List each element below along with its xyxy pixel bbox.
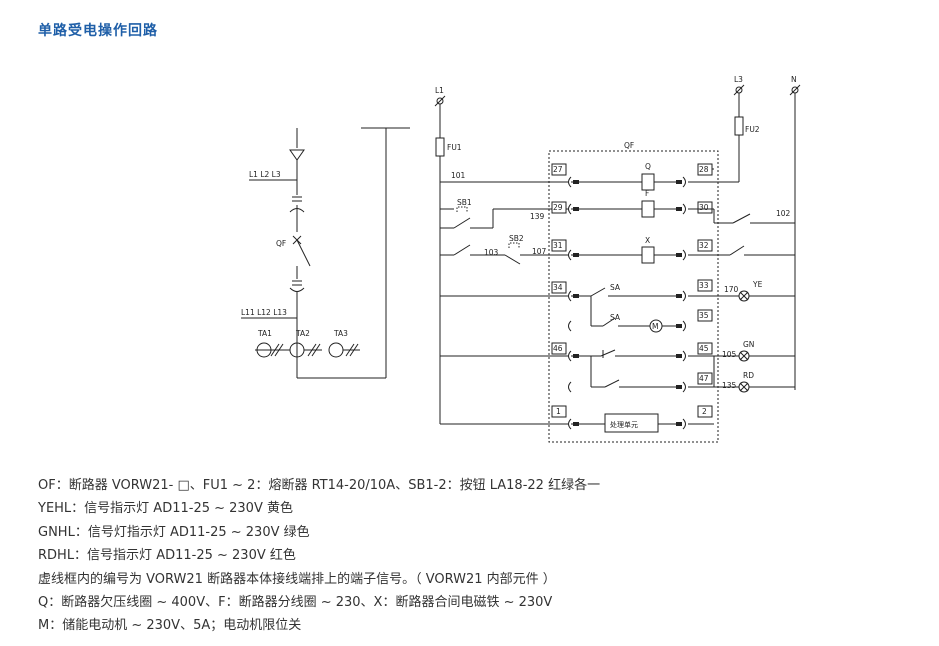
terminal-27: 27	[553, 165, 563, 174]
switch-label-sa-upper: SA	[610, 283, 621, 292]
bus-outgoing-label: L11 L12 L13	[241, 308, 287, 317]
breaker-label: QF	[276, 239, 286, 248]
terminal-30: 30	[699, 203, 709, 212]
wire-number-105: 105	[722, 350, 737, 359]
coil-label-x: X	[645, 236, 650, 245]
processing-unit-label: 处理单元	[610, 420, 638, 429]
terminal-46: 46	[553, 344, 563, 353]
note-line: YEHL：信号指示灯 AD11-25 ~ 230V 黄色	[38, 501, 293, 517]
bus-incoming-label: L1 L2 L3	[249, 170, 281, 179]
ct-label-ta1: TA1	[257, 329, 272, 338]
supply-label-l3: L3	[734, 75, 743, 84]
wire-number-170: 170	[724, 285, 739, 294]
fuse-label-fu2: FU2	[745, 125, 760, 134]
coil-label-f: F	[645, 189, 649, 198]
wiring-diagram: L1 L2 L3 QF L11 L12 L13 TA1 TA2 TA3 L1 L…	[241, 75, 801, 443]
qf-box-label: QF	[624, 141, 634, 150]
ct-label-ta2: TA2	[295, 329, 310, 338]
fuse-label-fu1: FU1	[447, 143, 462, 152]
motor-symbol: M	[652, 322, 658, 331]
lamp-label-rd: RD	[743, 371, 754, 380]
note-line: RDHL：信号指示灯 AD11-25 ~ 230V 红色	[38, 548, 296, 564]
wire-number-107: 107	[532, 247, 547, 256]
wire-number-101: 101	[451, 171, 466, 180]
notes: OF：断路器 VORW21- □、FU1 ~ 2：熔断器 RT14-20/10A…	[38, 474, 918, 638]
terminal-33: 33	[699, 281, 709, 290]
note-line: GNHL：信号灯指示灯 AD11-25 ~ 230V 绿色	[38, 524, 310, 540]
terminal-47: 47	[699, 374, 709, 383]
wire-number-102: 102	[776, 209, 791, 218]
lamp-label-gn: GN	[743, 340, 754, 349]
terminal-35: 35	[699, 311, 709, 320]
terminal-1: 1	[556, 407, 561, 416]
terminal-2: 2	[702, 407, 707, 416]
ct-label-ta3: TA3	[333, 329, 348, 338]
terminal-connectors	[568, 176, 686, 430]
switch-label-sa-lower: SA	[610, 313, 621, 322]
note-line: 虚线框内的编号为 VORW21 断路器本体接线端排上的端子信号。（ VORW21…	[38, 571, 556, 587]
wire-number-103: 103	[484, 248, 499, 257]
page-title: 单路受电操作回路	[38, 23, 158, 39]
note-line: OF：断路器 VORW21- □、FU1 ~ 2：熔断器 RT14-20/10A…	[38, 478, 601, 493]
button-label-sb2: SB2	[509, 234, 524, 243]
wire-number-139: 139	[530, 212, 545, 221]
terminal-34: 34	[553, 283, 563, 292]
terminal-32: 32	[699, 241, 709, 250]
wire-number-135: 135	[722, 381, 737, 390]
single-line-diagram	[241, 127, 410, 379]
note-line: Q：断路器欠压线圈 ~ 400V、F：断路器分线圈 ~ 230、X：断路器合间电…	[38, 594, 553, 610]
terminal-45: 45	[699, 344, 709, 353]
supply-label-l1: L1	[435, 86, 444, 95]
note-line: M：储能电动机 ~ 230V、5A；电动机限位关	[38, 618, 302, 634]
terminal-28: 28	[699, 165, 709, 174]
control-circuit	[434, 84, 801, 443]
coil-label-q: Q	[645, 162, 651, 171]
supply-label-n: N	[791, 75, 797, 84]
terminal-29: 29	[553, 203, 563, 212]
terminal-31: 31	[553, 241, 563, 250]
lamp-label-ye: YE	[752, 280, 763, 289]
button-label-sb1: SB1	[457, 198, 472, 207]
